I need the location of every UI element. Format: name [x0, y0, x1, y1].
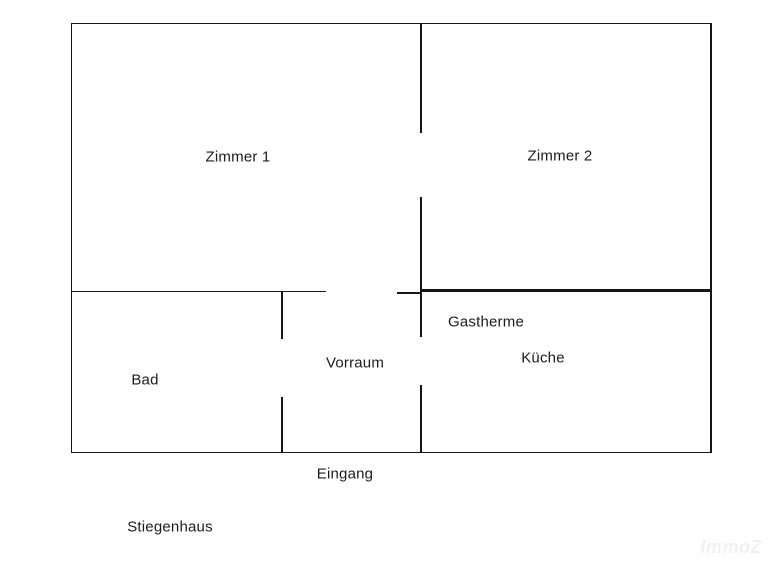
outer-left-wall — [70, 22, 72, 453]
outer-top-wall — [70, 22, 712, 24]
label-stiegenhaus: Stiegenhaus — [127, 518, 213, 536]
immoz-watermark: ImmoZ — [700, 537, 762, 557]
middle-wall-small-segment — [397, 292, 421, 294]
zimmer-divider-lower — [420, 197, 422, 290]
outer-bottom-wall — [70, 451, 712, 453]
label-gastherme: Gastherme — [448, 313, 524, 331]
zimmer-divider-upper — [420, 23, 422, 133]
room-label-zimmer-2: Zimmer 2 — [527, 147, 593, 165]
kueche-divider-lower — [420, 385, 422, 453]
kueche-divider-upper — [420, 289, 422, 337]
middle-wall-left-segment — [71, 290, 326, 292]
room-label-zimmer-1: Zimmer 1 — [205, 148, 271, 166]
room-label-bad: Bad — [131, 371, 159, 389]
outer-right-wall — [710, 22, 712, 453]
bad-divider-lower — [281, 397, 283, 453]
room-label-kueche: Küche — [521, 349, 565, 367]
label-eingang: Eingang — [316, 465, 374, 483]
kueche-top-wall-thick — [420, 288, 711, 292]
room-label-vorraum: Vorraum — [325, 354, 385, 372]
bad-divider-upper — [281, 291, 283, 339]
